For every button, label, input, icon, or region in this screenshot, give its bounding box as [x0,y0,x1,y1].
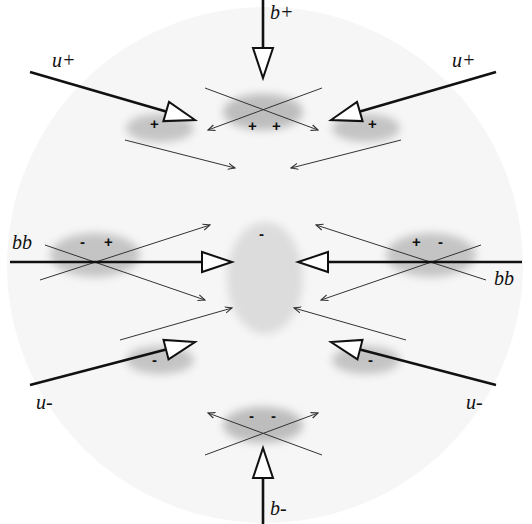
beam-label: b+ [270,2,294,22]
field-arrows [40,88,486,455]
background-disc [7,7,523,523]
beam-label: u+ [52,50,76,70]
beam-label: u- [36,392,53,412]
charge-sign: - [152,352,157,367]
beam-lines [10,0,522,524]
beam-label: u- [466,392,483,412]
charge-sign: - [259,226,264,241]
charge-sign: + [104,234,113,249]
beam-label: b- [270,498,287,518]
charge-sign: - [271,408,276,423]
charge-sign: + [150,116,159,131]
charge-sign: + [412,234,421,249]
beam-label: u+ [452,50,476,70]
charge-sign: - [368,352,373,367]
charge-sign: + [248,118,257,133]
hollow-arrowheads [163,48,362,478]
charge-sign: + [272,118,281,133]
charge-sign: - [80,234,85,249]
charge-sign: - [438,234,443,249]
beam-label: bb [12,232,32,252]
charge-sign: + [368,116,377,131]
charge-sign: - [249,408,254,423]
beam-label: bb [494,268,514,288]
